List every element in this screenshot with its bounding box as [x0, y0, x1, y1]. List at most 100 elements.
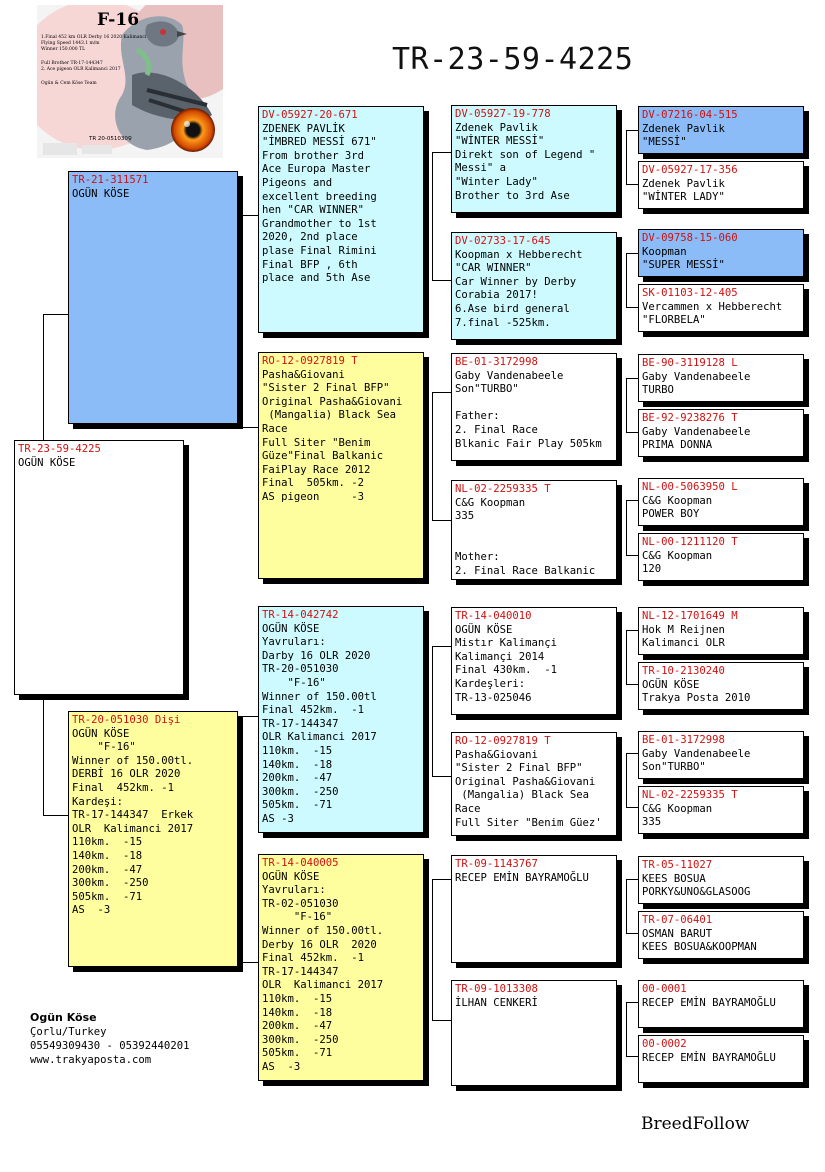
pedigree-card-g6[interactable]: BE-92-9238276 T Gaby Vandenabeele PRIMA …: [638, 409, 804, 457]
card-text: OGÜN KÖSE: [18, 456, 76, 469]
pedigree-card-g15[interactable]: 00-0001 RECEP EMİN BAYRAMOĞLU: [638, 980, 804, 1028]
pedigree-card-g3[interactable]: DV-09758-15-060 Koopman "SUPER MESSİ": [638, 229, 804, 277]
pedigree-card-sire[interactable]: TR-21-311571 OGÜN KÖSE: [68, 171, 238, 424]
pedigree-card-ddd[interactable]: TR-09-1013308 İLHAN CENKERİ: [451, 980, 617, 1086]
pedigree-title: TR-23-59-4225: [392, 42, 634, 77]
ring-number: TR-09-1143767: [455, 858, 538, 870]
card-text: Koopman x Hebberecht "CAR WINNER" Car Wi…: [455, 248, 583, 329]
card-text: Vercammen x Hebberecht "FLORBELA": [642, 300, 783, 327]
pedigree-card-g2[interactable]: DV-05927-17-356 Zdenek Pavlik "WİNTER LA…: [638, 161, 804, 209]
photo-line-4: Full Brother TR-17-144347: [41, 60, 103, 66]
ring-number: SK-01103-12-405: [642, 287, 738, 299]
card-text: Pasha&Giovani "Sister 2 Final BFP" Origi…: [455, 748, 602, 829]
pedigree-card-dam-sire[interactable]: TR-14-042742 OGÜN KÖSE Yavruları: Darby …: [258, 606, 424, 833]
owner-name: Ogün Köse: [30, 1011, 97, 1024]
photo-ring: TR 20-051030♀: [88, 136, 132, 142]
pedigree-card-g13[interactable]: TR-05-11027 KEES BOSUA PORKY&UNO&GLASOOG: [638, 856, 804, 904]
card-text: Koopman "SUPER MESSİ": [642, 245, 725, 272]
pedigree-card-dsd[interactable]: RO-12-0927819 T Pasha&Giovani "Sister 2 …: [451, 732, 617, 836]
ring-number: DV-05927-19-778: [455, 108, 551, 120]
pedigree-card-sire-dam[interactable]: RO-12-0927819 T Pasha&Giovani "Sister 2 …: [258, 352, 424, 579]
photo-line-2: Flying Speed 1443.1 m/m: [41, 40, 100, 46]
ring-number: DV-05927-20-671: [262, 109, 358, 121]
card-text: Gaby Vandenabeele Son"TURBO": [642, 747, 751, 774]
card-text: C&G Koopman 120: [642, 549, 713, 576]
pedigree-card-g11[interactable]: BE-01-3172998 Gaby Vandenabeele Son"TURB…: [638, 731, 804, 779]
pedigree-card-g9[interactable]: NL-12-1701649 M Hok M Reijnen Kalimanci …: [638, 607, 804, 655]
ring-number: TR-09-1013308: [455, 983, 538, 995]
pedigree-card-sds[interactable]: BE-01-3172998 Gaby Vandenabeele Son"TURB…: [451, 353, 617, 461]
card-text: OGÜN KÖSE "F-16" Winner of 150.00tl. DER…: [72, 727, 194, 917]
ring-number: TR-14-040010: [455, 610, 532, 622]
ring-number: RO-12-0927819 T: [262, 355, 358, 367]
card-text: RECEP EMİN BAYRAMOĞLU: [642, 1051, 776, 1064]
owner-website[interactable]: www.trakyaposta.com: [30, 1054, 152, 1066]
ring-number: TR-05-11027: [642, 859, 713, 871]
card-text: Gaby Vandenabeele Son"TURBO" Father: 2. …: [455, 369, 602, 450]
brand-logo-text: BreedFollow: [641, 1114, 750, 1134]
card-text: KEES BOSUA PORKY&UNO&GLASOOG: [642, 872, 751, 899]
pedigree-card-g16[interactable]: 00-0002 RECEP EMİN BAYRAMOĞLU: [638, 1035, 804, 1083]
ring-number: 00-0002: [642, 1038, 687, 1050]
ring-number: BE-01-3172998: [642, 734, 725, 746]
pigeon-photo: F-16 1.Final 452 km OLR Derby 16 2020 Ka…: [37, 5, 223, 158]
owner-phones: 05549309430 - 05392440201: [30, 1040, 190, 1052]
pedigree-card-dam-dam[interactable]: TR-14-040005 OGÜN KÖSE Yavruları: TR-02-…: [258, 854, 424, 1081]
photo-name: F-16: [97, 10, 139, 30]
pedigree-card-dam[interactable]: TR-20-051030 Dişi OGÜN KÖSE "F-16" Winne…: [68, 711, 238, 967]
pedigree-card-g7[interactable]: NL-00-5063950 L C&G Koopman POWER BOY: [638, 478, 804, 526]
pedigree-card-g12[interactable]: NL-02-2259335 T C&G Koopman 335: [638, 786, 804, 834]
ring-number: RO-12-0927819 T: [455, 735, 551, 747]
ring-number: NL-00-1211120 T: [642, 536, 738, 548]
card-text: Pasha&Giovani "Sister 2 Final BFP" Origi…: [262, 368, 403, 503]
ring-number: TR-14-040005: [262, 857, 339, 869]
owner-city: Çorlu/Turkey: [30, 1026, 107, 1038]
pedigree-card-g4[interactable]: SK-01103-12-405 Vercammen x Hebberecht "…: [638, 284, 804, 332]
pedigree-card-dss[interactable]: TR-14-040010 OGÜN KÖSE Mistır Kalimançi …: [451, 607, 617, 715]
ring-number: TR-20-051030 Dişi: [72, 714, 181, 726]
ring-number: TR-14-042742: [262, 609, 339, 621]
ring-number: NL-02-2259335 T: [642, 789, 738, 801]
card-text: Hok M Reijnen Kalimanci OLR: [642, 623, 725, 650]
pedigree-card-sdd[interactable]: NL-02-2259335 T C&G Koopman 335 Mother: …: [451, 480, 617, 580]
pedigree-card-g10[interactable]: TR-10-2130240 OGÜN KÖSE Trakya Posta 201…: [638, 662, 804, 710]
ring-number: TR-21-311571: [72, 174, 149, 186]
card-text: OGÜN KÖSE Mistır Kalimançi Kalimançi 201…: [455, 623, 558, 704]
photo-team: Ogün & Cem Köse Team: [41, 80, 97, 86]
pedigree-card-sire-sire[interactable]: DV-05927-20-671 ZDENEK PAVLİK "İMBRED ME…: [258, 106, 424, 333]
ring-number: DV-05927-17-356: [642, 164, 738, 176]
card-text: İLHAN CENKERİ: [455, 996, 538, 1009]
card-text: RECEP EMİN BAYRAMOĞLU: [642, 996, 776, 1009]
card-text: OGÜN KÖSE Yavruları: TR-02-051030 "F-16"…: [262, 870, 384, 1073]
card-text: Zdenek Pavlik "MESSİ": [642, 122, 725, 149]
pigeon-photo-image: F-16 1.Final 452 km OLR Derby 16 2020 Ka…: [37, 5, 223, 158]
pedigree-card-sss[interactable]: DV-05927-19-778 Zdenek Pavlik "WİNTER ME…: [451, 105, 617, 213]
pedigree-card-g5[interactable]: BE-90-3119128 L Gaby Vandenabeele TURBO: [638, 354, 804, 402]
photo-line-5: 2. Ace pigeon OLR Kalimanci 2017: [41, 66, 121, 72]
card-text: OGÜN KÖSE Yavruları: Darby 16 OLR 2020 T…: [262, 622, 377, 825]
owner-info: Ogün Köse Çorlu/Turkey 05549309430 - 053…: [30, 1011, 189, 1067]
ring-number: TR-07-06401: [642, 914, 713, 926]
pedigree-card-g14[interactable]: TR-07-06401 OSMAN BARUT KEES BOSUA&KOOPM…: [638, 911, 804, 959]
ring-number: NL-00-5063950 L: [642, 481, 738, 493]
ring-number: DV-09758-15-060: [642, 232, 738, 244]
photo-line-1: 1.Final 452 km OLR Derby 16 2020 Kaliman…: [41, 34, 147, 40]
pedigree-card-dds[interactable]: TR-09-1143767 RECEP EMİN BAYRAMOĞLU: [451, 855, 617, 963]
card-text: Zdenek Pavlik "WİNTER MESSİ" Direkt son …: [455, 121, 596, 202]
pedigree-card-ssd[interactable]: DV-02733-17-645 Koopman x Hebberecht "CA…: [451, 232, 617, 340]
ring-number: TR-23-59-4225: [18, 443, 101, 455]
pedigree-card-g1[interactable]: DV-07216-04-515 Zdenek Pavlik "MESSİ": [638, 106, 804, 154]
card-text: ZDENEK PAVLİK "İMBRED MESSİ 671" From br…: [262, 122, 377, 285]
ring-number: NL-02-2259335 T: [455, 483, 551, 495]
pedigree-card-g8[interactable]: NL-00-1211120 T C&G Koopman 120: [638, 533, 804, 581]
ring-number: BE-90-3119128 L: [642, 357, 738, 369]
ring-number: NL-12-1701649 M: [642, 610, 738, 622]
card-text: Gaby Vandenabeele PRIMA DONNA: [642, 425, 751, 452]
pedigree-card-subject[interactable]: TR-23-59-4225 OGÜN KÖSE: [14, 440, 184, 695]
ring-number: 00-0001: [642, 983, 687, 995]
ring-number: BE-01-3172998: [455, 356, 538, 368]
ring-number: TR-10-2130240: [642, 665, 725, 677]
ring-number: DV-02733-17-645: [455, 235, 551, 247]
ring-number: BE-92-9238276 T: [642, 412, 738, 424]
card-text: C&G Koopman 335 Mother: 2. Final Race Ba…: [455, 496, 596, 579]
